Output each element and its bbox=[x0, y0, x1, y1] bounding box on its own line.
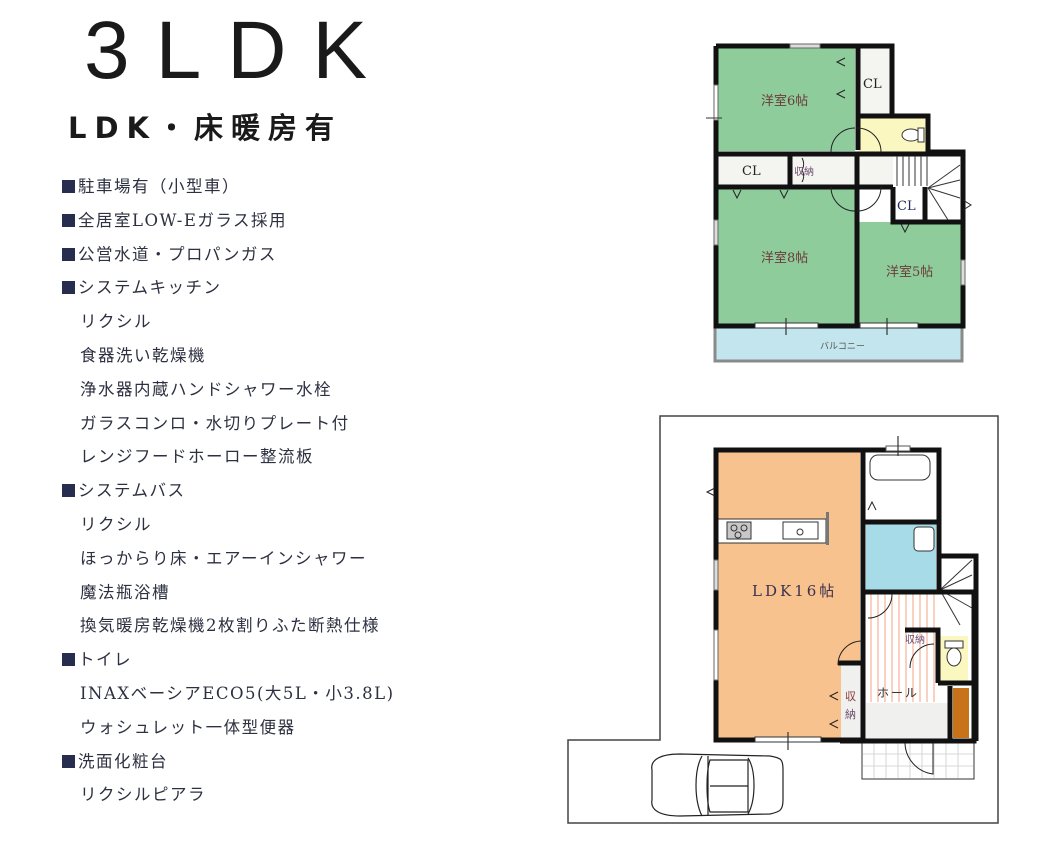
closet-top bbox=[857, 48, 890, 118]
spec-subitem: 魔法瓶浴槽 bbox=[80, 582, 170, 602]
closet-small bbox=[893, 190, 925, 220]
square-bullet-icon bbox=[62, 247, 75, 261]
closet-label: CL bbox=[897, 199, 916, 214]
stairs-lines-2f bbox=[896, 156, 961, 221]
genkan bbox=[866, 703, 950, 740]
stove-icon bbox=[726, 521, 752, 540]
square-bullet-icon bbox=[62, 754, 75, 768]
porch bbox=[861, 741, 975, 780]
spec-subitem: 換気暖房乾燥機2枚割りふた断熱仕様 bbox=[80, 616, 380, 636]
toilet-icon bbox=[944, 640, 964, 667]
spec-item: システムキッチン bbox=[62, 275, 422, 309]
spec-item: 公営水道・プロパンガス bbox=[62, 242, 422, 276]
room-western-5 bbox=[858, 222, 961, 324]
room-western-8 bbox=[718, 187, 855, 324]
spec-subitem: INAXベーシアECO5(大5L・小3.8L) bbox=[80, 683, 395, 703]
closet-label: CL bbox=[863, 77, 882, 92]
room-western-6 bbox=[718, 48, 855, 151]
wash-basin-icon bbox=[913, 526, 935, 552]
room-label: 洋室5帖 bbox=[886, 264, 933, 280]
room-label: 洋室8帖 bbox=[761, 250, 808, 266]
spec-subitem: リクシル bbox=[80, 312, 152, 332]
doors-1f bbox=[705, 487, 935, 729]
car-icon bbox=[651, 753, 784, 817]
kitchen-counter bbox=[717, 512, 829, 545]
room-ldk bbox=[718, 452, 860, 739]
spec-subitem: ガラスコンロ・水切りプレート付 bbox=[80, 413, 350, 433]
second-floor-plan: バルコニー bbox=[706, 43, 972, 363]
storage-label: 収 bbox=[845, 690, 856, 703]
spec-subitem: ほっからり床・エアーインシャワー bbox=[80, 548, 368, 568]
spec-subitem: リクシル bbox=[80, 514, 152, 534]
balcony-label: バルコニー bbox=[820, 341, 865, 352]
spec-subitem: ウォシュレット一体型便器 bbox=[80, 717, 296, 737]
bathtub-icon bbox=[869, 454, 931, 481]
room-label: LDK16帖 bbox=[752, 582, 837, 600]
balcony bbox=[713, 325, 964, 363]
storage-label: 収納 bbox=[905, 633, 925, 646]
first-floor-plan: LDK16帖 ホール 収納 収 納 bbox=[567, 415, 999, 824]
walls-2f bbox=[713, 43, 966, 329]
square-bullet-icon bbox=[62, 281, 75, 295]
shoe-cabinet bbox=[953, 688, 969, 738]
spec-subitem: 食器洗い乾燥機 bbox=[80, 345, 206, 365]
storage-label: 納 bbox=[845, 708, 856, 721]
toilet-icon bbox=[901, 127, 925, 143]
spec-item: トイレ bbox=[62, 647, 422, 681]
storage-label: 収納 bbox=[794, 165, 814, 178]
spec-item: 全居室LOW-Eガラス採用 bbox=[62, 208, 422, 242]
spec-item: 駐車場有（小型車） bbox=[62, 174, 422, 208]
doors-2f bbox=[732, 57, 972, 234]
spec-subitem: リクシルピアラ bbox=[80, 785, 206, 805]
square-bullet-icon bbox=[62, 180, 75, 193]
spec-item: システムバス bbox=[62, 478, 422, 512]
hall-label: ホール bbox=[877, 686, 919, 700]
site-boundary bbox=[567, 415, 999, 824]
page-subtitle: LDK・床暖房有 bbox=[68, 111, 343, 145]
spec-subitem: 浄水器内蔵ハンドシャワー水栓 bbox=[80, 379, 332, 399]
closet-label: CL bbox=[742, 164, 761, 179]
spec-subitem: レンジフードホーロー整流板 bbox=[80, 447, 314, 467]
sink-icon bbox=[782, 521, 819, 540]
room-label: 洋室6帖 bbox=[761, 93, 808, 109]
square-bullet-icon bbox=[62, 213, 75, 227]
spec-item: 洗面化粧台 bbox=[62, 749, 422, 783]
storage-1f bbox=[841, 665, 861, 738]
square-bullet-icon bbox=[62, 484, 75, 498]
square-bullet-icon bbox=[62, 653, 75, 667]
spec-list: 駐車場有（小型車） 全居室LOW-Eガラス採用 公営水道・プロパンガス システム… bbox=[62, 174, 422, 816]
page-title: 3LDK bbox=[84, 5, 394, 96]
